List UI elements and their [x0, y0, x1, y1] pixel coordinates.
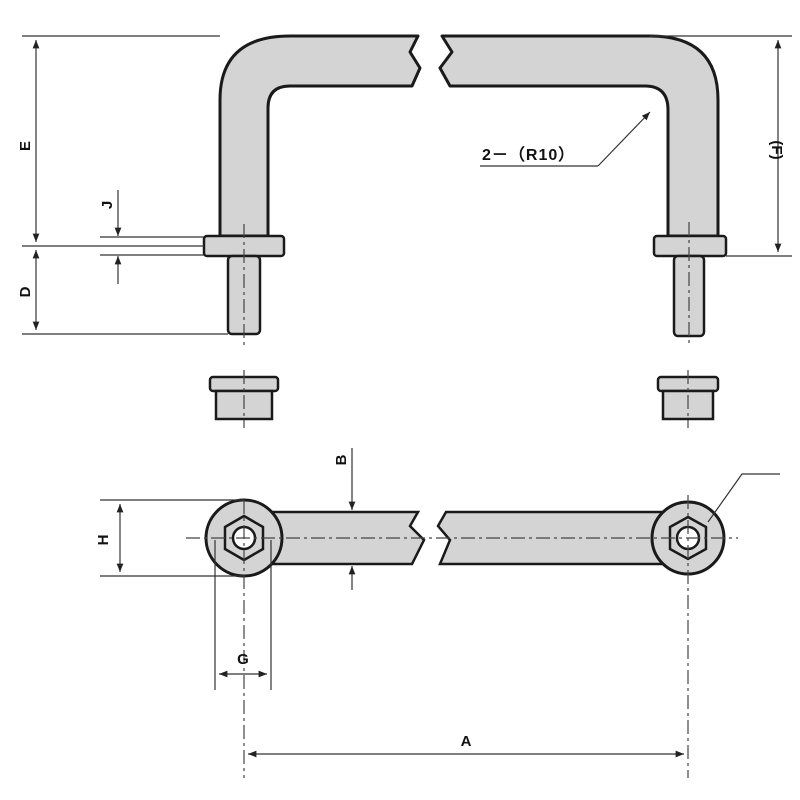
label-j: J	[99, 201, 116, 209]
right-flange	[652, 234, 728, 258]
radius-note: 2－（R10）	[482, 146, 575, 164]
handle-left-section	[218, 34, 422, 238]
label-e: E	[17, 141, 34, 151]
nuts	[208, 370, 720, 428]
dimension-labels: E J D (F) 2－（R10） B H G A	[17, 140, 785, 750]
dimensions	[22, 35, 792, 758]
label-f: (F)	[768, 140, 785, 159]
front-view	[202, 34, 728, 345]
label-h: H	[95, 535, 112, 546]
label-d: D	[17, 286, 34, 297]
leader-line	[707, 473, 780, 523]
top-view	[186, 473, 780, 778]
label-a: A	[461, 733, 472, 750]
handle-right-section	[438, 34, 720, 238]
label-b: B	[333, 454, 350, 465]
label-g: G	[237, 651, 249, 668]
